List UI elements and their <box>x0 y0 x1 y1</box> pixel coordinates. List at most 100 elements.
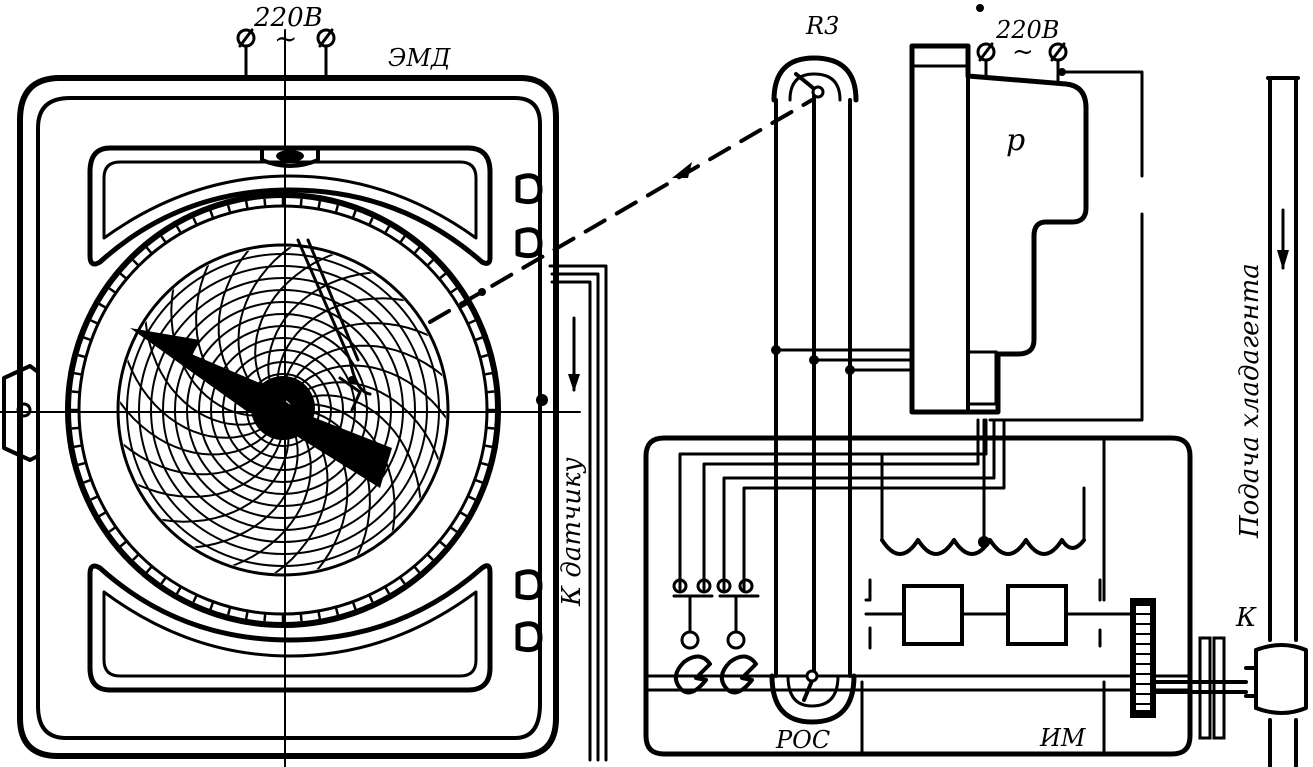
dial-tick <box>438 540 451 552</box>
grid-arc <box>120 400 274 456</box>
dial-tick <box>115 268 128 280</box>
control-cabinet <box>643 435 1193 757</box>
dial-tick <box>93 510 107 521</box>
refrigerant-supply-label: Подача хладагента <box>1235 263 1265 539</box>
grid-arc <box>231 423 312 567</box>
dial-tick <box>192 594 198 603</box>
dial-tick <box>243 195 249 210</box>
dial-tick <box>71 426 80 430</box>
dial-tick <box>172 220 183 234</box>
emd-recorder <box>0 28 814 767</box>
dial-tick <box>263 613 267 622</box>
refrigerant-pipe <box>976 4 1300 767</box>
grid-ring <box>210 337 356 483</box>
grid-arc <box>121 428 279 476</box>
ac-symbol-right: ~ <box>1012 37 1034 67</box>
grid-arc <box>170 287 264 417</box>
cam-left <box>673 654 712 695</box>
dial-tick <box>207 601 215 616</box>
dial-tick <box>459 510 473 521</box>
terminal-right <box>316 28 336 80</box>
dial-tick <box>77 461 87 467</box>
dial-tick <box>486 426 495 430</box>
dial-tick <box>226 204 232 214</box>
dial-tick <box>368 594 374 603</box>
grid-arc <box>296 381 440 462</box>
dial-tick <box>467 319 476 325</box>
dial-tick <box>90 495 99 501</box>
dial-tick <box>299 613 303 622</box>
dial-tick <box>115 540 128 552</box>
dial-tick <box>263 198 267 207</box>
dial-tick <box>398 576 406 585</box>
grid-ring <box>234 361 332 459</box>
dial-tick <box>474 478 489 486</box>
dial-tick <box>93 299 107 310</box>
left-latch <box>2 364 40 462</box>
r3-potentiometer <box>771 55 859 103</box>
dial-tick <box>317 610 323 625</box>
dial-tick <box>207 204 215 219</box>
thin-pointer <box>296 238 360 362</box>
dial-tick <box>467 495 476 501</box>
dial-tick <box>132 553 140 561</box>
dial-tick <box>413 242 425 255</box>
dial-tick <box>132 259 140 267</box>
dial-tick <box>172 586 183 600</box>
dial-tick <box>426 553 434 561</box>
dial-tick <box>483 444 498 450</box>
dial-tick <box>160 235 168 244</box>
grid-ring <box>162 289 404 531</box>
lower-window <box>87 563 493 693</box>
dial-tick <box>398 235 406 244</box>
dial-tick <box>334 606 340 616</box>
grid-arc <box>276 297 406 391</box>
dial-tick <box>438 268 451 280</box>
dial-tick <box>77 353 87 359</box>
grid-ring <box>150 277 416 543</box>
relay-box <box>909 43 1089 415</box>
dial-tick <box>77 478 92 486</box>
to-sensor-label: К датчику <box>557 457 587 607</box>
grid-arc <box>136 429 284 498</box>
ac-symbol-left: ~ <box>274 22 297 55</box>
ros-label: РОС <box>775 726 830 754</box>
dial-tick <box>299 198 303 207</box>
control-scheme <box>643 4 1308 767</box>
sensor-cable <box>536 264 608 762</box>
dashed-link <box>428 98 814 324</box>
relay-label: р <box>1006 123 1025 158</box>
cam-right <box>719 654 758 695</box>
dial-tick <box>192 217 198 226</box>
im-label: ИМ <box>1039 724 1087 752</box>
housing-inner <box>36 96 542 740</box>
dial-tick <box>317 195 323 210</box>
grid-arc <box>254 253 335 397</box>
grid-arc <box>126 358 270 439</box>
r3-label: R3 <box>805 12 839 40</box>
dial-tick <box>334 204 340 214</box>
dial-tick <box>160 576 168 585</box>
voltage-label-right: 220В <box>995 16 1059 44</box>
dial-tick <box>413 565 425 578</box>
dial-tick <box>479 353 489 359</box>
emd-label: ЭМД <box>388 44 451 72</box>
dial-tick <box>68 444 83 450</box>
dial-tick <box>108 287 117 295</box>
dial-tick <box>71 390 80 394</box>
dial-tick <box>108 525 117 533</box>
dial-tick <box>426 259 434 267</box>
grid-ring <box>186 313 380 507</box>
dial-tick <box>351 204 359 219</box>
terminal-relay-right <box>1048 42 1068 86</box>
contacts <box>672 578 760 650</box>
block-2 <box>1006 584 1068 646</box>
grid-ring <box>198 325 368 495</box>
dial-tick <box>479 461 489 467</box>
dial-tick <box>68 370 83 376</box>
terminal-relay-left <box>976 42 996 80</box>
coil <box>880 538 1086 556</box>
terminal-left <box>236 28 256 80</box>
grid-arc <box>287 344 445 392</box>
